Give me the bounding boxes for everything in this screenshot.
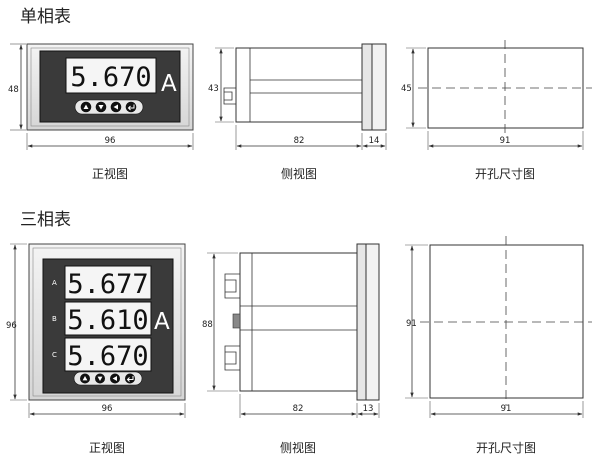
phase-label-c: C [52,351,57,359]
up-triangle-icon [83,104,89,109]
three-led-window-a [64,265,152,300]
up-triangle-icon [82,376,88,381]
left-triangle-icon [113,104,118,110]
phase-label-b: B [52,315,57,323]
three-reading-b: 5.610 [67,305,148,336]
three-reading-a: 5.677 [67,269,148,300]
three-unit: A [154,309,170,335]
single-cutout-caption: 开孔尺寸图 [475,167,535,181]
single-side-view: 82 14 43 [208,43,387,150]
three-cutout-caption: 开孔尺寸图 [476,441,536,455]
single-left-button[interactable] [110,101,122,113]
three-front-view: 5.677 5.610 5.670 A B C A [6,243,186,418]
three-led-window-b [64,301,152,336]
enter-icon [126,376,134,382]
single-cutout-view: 91 45 [401,40,592,150]
three-keypad [73,371,143,386]
three-up-button[interactable] [80,373,90,384]
single-reading: 5.670 [70,62,151,93]
three-side-bezel-label: 13 [363,404,374,414]
single-up-button[interactable] [80,101,92,113]
enter-icon [127,104,135,111]
three-cutout-view: 91 91 [405,236,592,418]
three-down-button[interactable] [95,373,105,384]
left-triangle-icon [112,376,117,381]
single-down-button[interactable] [95,101,107,113]
three-front-caption: 正视图 [89,440,125,455]
phase-label-a: A [52,279,57,287]
single-keypad [74,99,144,115]
single-phase-title: 单相表 [20,7,71,27]
single-unit: A [161,71,177,97]
terminal-screw [232,313,241,329]
three-led-window-c [64,337,152,372]
three-side-depth-label: 82 [293,404,304,414]
single-led-window [65,57,157,94]
single-side-depth-label: 82 [294,136,305,146]
three-left-button[interactable] [110,373,120,384]
single-cutout-height-label: 45 [401,84,412,94]
single-cutout-width-label: 91 [500,136,511,146]
three-enter-button[interactable] [125,373,135,384]
three-side-height-label: 88 [202,320,213,330]
single-front-caption: 正视图 [92,166,128,181]
three-side-view: 82 13 88 [202,243,380,418]
three-front-height-label: 96 [6,321,17,331]
three-cutout-height-label: 91 [406,319,417,329]
three-phase-title: 三相表 [20,210,71,230]
single-side-caption: 侧视图 [281,166,317,181]
single-side-height-label: 43 [208,84,219,94]
three-reading-c: 5.670 [67,341,148,372]
three-front-width-label: 96 [102,404,113,414]
single-front-height-label: 48 [8,85,19,95]
three-side-caption: 侧视图 [280,440,316,455]
single-enter-button[interactable] [125,101,137,113]
down-triangle-icon [98,105,104,110]
single-front-view: 5.670 A 96 [8,43,194,150]
down-triangle-icon [97,376,103,381]
single-side-bezel-label: 14 [369,136,380,146]
three-cutout-width-label: 91 [501,404,512,414]
single-front-width-label: 96 [105,136,116,146]
